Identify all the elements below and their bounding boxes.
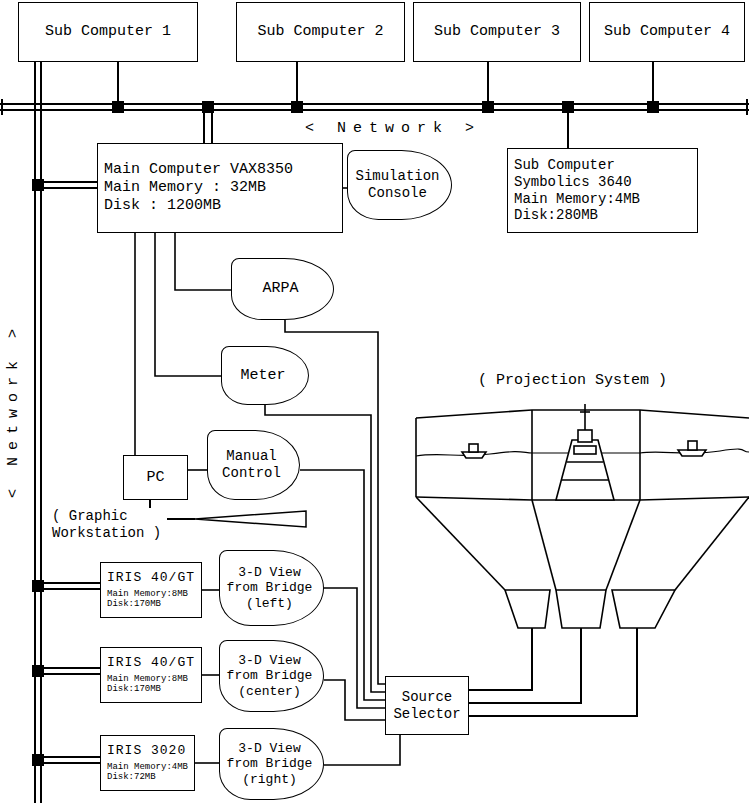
meter-display: Meter xyxy=(221,346,309,405)
arpa-display: ARPA xyxy=(231,258,334,320)
node-text: Main Memory:8MB xyxy=(107,589,195,600)
view-display: 3-D View from Bridge (left) xyxy=(219,550,324,626)
node-text: Disk:170MB xyxy=(107,599,195,610)
sub-computer-box: Sub Computer 4 xyxy=(589,2,745,62)
view-display: 3-D View from Bridge (right) xyxy=(219,728,324,800)
node-text: Sub Computer 1 xyxy=(25,23,191,41)
connector-line xyxy=(324,588,385,708)
main-computer-box: Main Computer VAX8350Main Memory : 32MBD… xyxy=(97,143,343,233)
node-text: Disk : 1200MB xyxy=(104,197,336,215)
connector-line xyxy=(324,680,385,720)
view-display: 3-D View from Bridge (center) xyxy=(219,640,324,712)
node-text: PC xyxy=(130,469,181,487)
node-text: IRIS 40/GT xyxy=(107,570,195,586)
node-text: Symbolics 3640 xyxy=(514,174,691,191)
node-text: ARPA xyxy=(238,280,323,298)
connector-line xyxy=(195,762,219,764)
node-text: 3-D View from Bridge (left) xyxy=(226,565,313,612)
sub-computer-box: Sub ComputerSymbolics 3640Main Memory:4M… xyxy=(507,148,698,233)
node-text: 3-D View from Bridge (right) xyxy=(226,741,313,788)
sub-computer-box: Sub Computer 1 xyxy=(18,2,198,62)
sub-computer-box: Sub Computer 3 xyxy=(413,2,581,62)
console-display: Simulation Console xyxy=(347,150,452,220)
node-text: Meter xyxy=(228,367,298,385)
node-text: Sub Computer 3 xyxy=(420,23,574,41)
node-text: Disk:170MB xyxy=(107,684,195,695)
connector-line xyxy=(324,735,400,765)
source-selector-box: Source Selector xyxy=(385,676,469,735)
node-text: Manual Control xyxy=(214,448,289,482)
node-text: Sub Computer 2 xyxy=(243,23,398,41)
node-text: 3-D View from Bridge (center) xyxy=(226,653,313,700)
node-text: Main Memory:4MB xyxy=(514,191,691,208)
connector-line xyxy=(202,589,219,591)
node-text: Main Memory:4MB xyxy=(107,762,188,773)
connector-line xyxy=(188,469,207,471)
node-text: IRIS 40/GT xyxy=(107,655,195,671)
node-text: Simulation Console xyxy=(354,168,441,202)
node-text: Sub Computer 4 xyxy=(596,23,738,41)
network-label: < Network > xyxy=(305,120,481,138)
node-text: Disk:72MB xyxy=(107,772,188,783)
connector-line xyxy=(175,233,231,290)
workstation-box: IRIS 40/GT Main Memory:8MBDisk:170MB xyxy=(100,562,202,618)
sub-computer-box: Sub Computer 2 xyxy=(236,2,405,62)
section-label: ( Projection System ) xyxy=(478,372,667,390)
pc-box: PC xyxy=(123,455,188,500)
node-text: Main Computer VAX8350 xyxy=(104,161,336,179)
node-text: IRIS 3020 xyxy=(107,743,188,759)
node-text: Source Selector xyxy=(386,689,468,723)
connector-line xyxy=(134,233,136,455)
workstation-box: IRIS 40/GT Main Memory:8MBDisk:170MB xyxy=(100,647,202,703)
section-label: ( Graphic Workstation ) xyxy=(52,508,167,542)
connector-line xyxy=(155,233,221,376)
manual-control-display: Manual Control xyxy=(207,430,300,500)
node-text: Main Memory : 32MB xyxy=(104,179,336,197)
workstation-box: IRIS 3020Main Memory:4MBDisk:72MB xyxy=(100,735,195,791)
node-text: Sub Computer xyxy=(514,157,691,174)
connector-line xyxy=(202,674,219,676)
node-text: Disk:280MB xyxy=(514,207,691,224)
network-label: < Network > xyxy=(5,322,23,498)
node-text: Main Memory:8MB xyxy=(107,674,195,685)
